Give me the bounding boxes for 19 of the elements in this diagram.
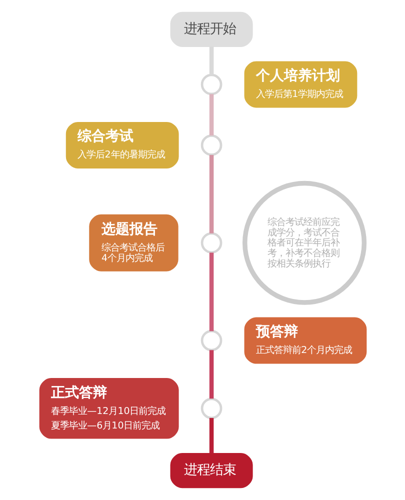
connector: [208, 155, 214, 234]
connector: [208, 350, 214, 399]
node-circle: [200, 134, 222, 156]
connector: [208, 252, 214, 332]
node-box: 进程开始: [170, 12, 252, 47]
node-circle: [200, 74, 222, 96]
node-box: 选题报告 综合考试合格后4个月内完成: [88, 214, 178, 272]
node-box: 正式答辩 春季毕业—12月10日前完成 夏季毕业—6月10日前完成: [38, 378, 178, 439]
node-box: 预答辩 正式答辩前2个月内完成: [244, 317, 366, 364]
node-circle: [200, 398, 222, 420]
connector: [208, 46, 214, 75]
node-box: 进程结束: [170, 453, 252, 488]
node-circle: [200, 330, 222, 352]
node-box: 个人培养计划 入学后第1学期内完成: [244, 61, 357, 108]
connector: [208, 418, 214, 454]
node-circle: 综合考试经前应完成学分，考试不合格者可在半年后补考，补考不合格则按相关条例执行: [242, 180, 366, 305]
node-circle: [200, 232, 222, 254]
node-box: 综合考试 入学后2年的暑期完成: [65, 122, 178, 168]
connector: [208, 94, 214, 136]
